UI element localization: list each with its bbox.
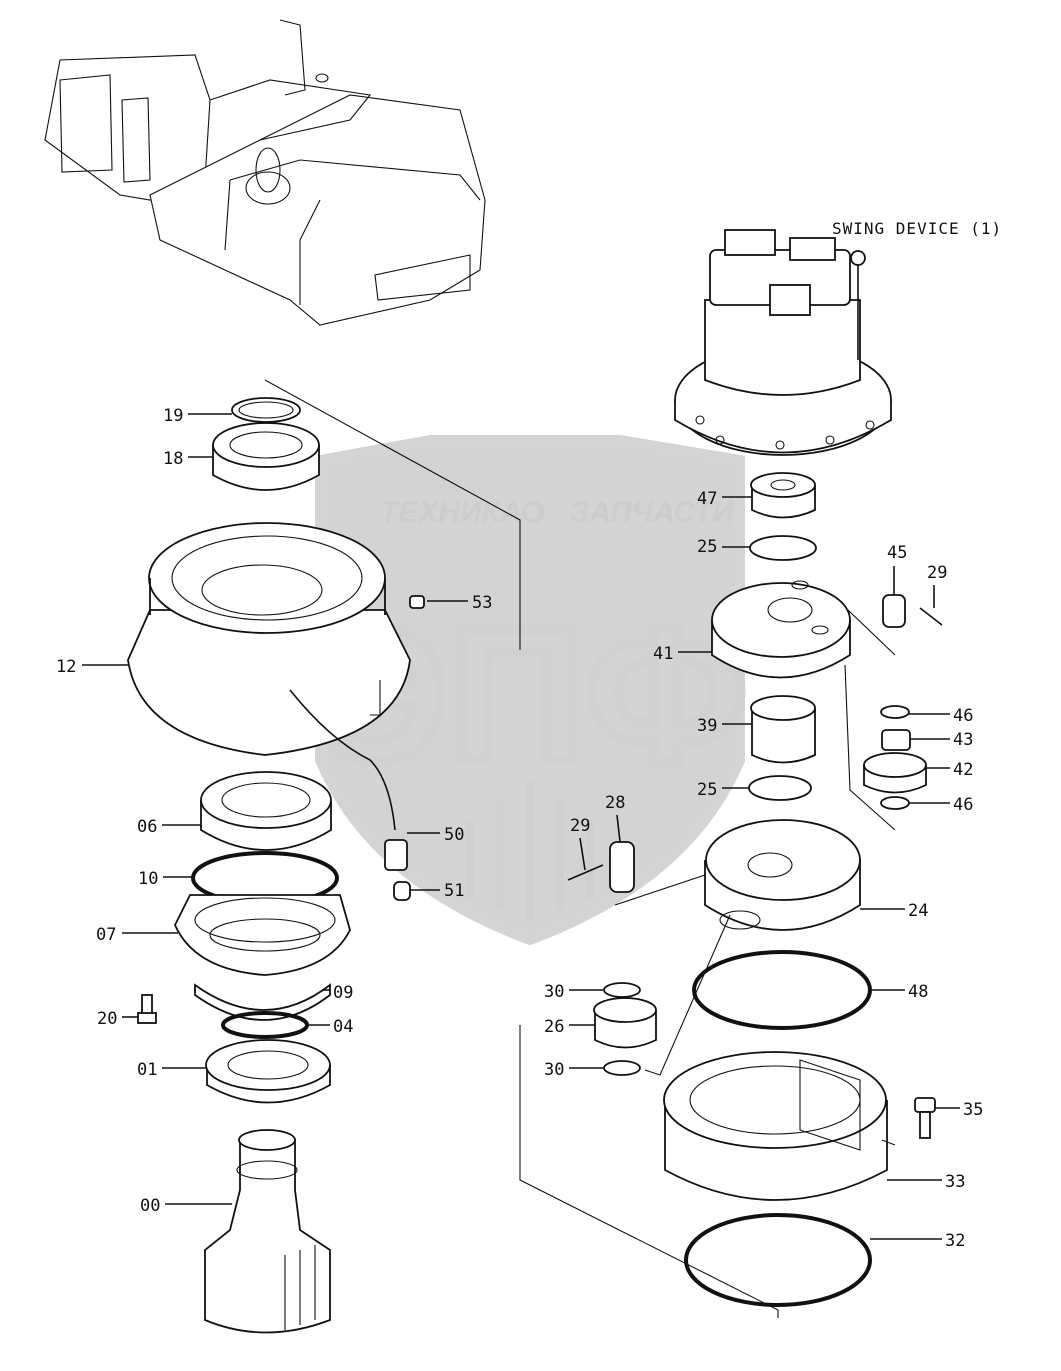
part-24-carrier [704,819,861,931]
part-01-bearing [205,1039,331,1104]
callout-label-30: 30 [544,1060,564,1080]
callout-label-29: 29 [570,816,590,836]
part-29-spring-pin-lower [567,864,604,881]
callout-label-53: 53 [472,593,492,613]
callout-label-19: 19 [163,406,183,426]
watermark-right-word: ЗАПЧАСТИ [570,496,735,529]
callout-label-33: 33 [945,1172,965,1192]
part-46-washer-lower [880,796,910,810]
part-25-thrust-plate-lower [748,775,812,801]
callout-label-12: 12 [56,657,76,677]
callout-label-45: 45 [887,543,907,563]
callout-label-10: 10 [138,869,158,889]
part-00-pinion-shaft [204,1129,331,1334]
callout-label-51: 51 [444,881,464,901]
part-26-planet-gear [593,997,657,1049]
callout-label-06: 06 [137,817,157,837]
callout-label-28: 28 [605,793,625,813]
diagram-title: SWING DEVICE (1) [832,219,1002,238]
part-32-o-ring [684,1213,872,1307]
callout-labels: 19 18 12 53 06 10 07 20 09 04 01 00 50 51 47 25 45 29 41 46… [56,406,983,1251]
callout-label-01: 01 [137,1060,157,1080]
callout-label-26: 26 [544,1017,564,1037]
part-19-snap-ring [231,397,301,423]
callout-label-47: 47 [697,489,717,509]
callout-label-20: 20 [97,1009,117,1029]
callout-label-35: 35 [963,1100,983,1120]
part-45-pin [882,594,906,628]
callout-leader-29 [579,837,586,871]
part-51-cap [393,881,411,901]
swing-motor-assembly [674,229,892,456]
callout-label-46: 46 [953,795,973,815]
callout-label-25: 25 [697,780,717,800]
part-43-needle-bearing [881,729,911,751]
part-06-bearing [200,771,332,851]
part-46-washer-upper [880,705,910,719]
part-12-housing [127,522,411,756]
callout-label-24: 24 [908,901,928,921]
part-18-bearing [212,422,320,491]
part-30-washer-upper [603,982,641,998]
watermark-wheat-icon [466,780,594,920]
part-39-sun-gear [750,695,816,764]
part-48-o-ring [692,950,872,1030]
part-20-bolt [137,994,157,1024]
part-09-seal [194,983,331,1021]
part-53-plug [409,595,425,609]
callout-label-43: 43 [953,730,973,750]
part-35-bolt [914,1097,936,1139]
part-42-planet-gear [863,752,927,794]
part-25-thrust-plate-upper [749,535,817,561]
callout-label-39: 39 [697,716,717,736]
part-47-sun-gear [750,472,816,519]
callout-label-04: 04 [333,1017,353,1037]
callout-leader-28 [616,814,621,843]
watermark-left-word: ТЕХНИКА [380,496,522,529]
callout-label-32: 32 [945,1231,965,1251]
callout-label-30: 30 [544,982,564,1002]
watermark-gear-icon [522,501,544,523]
callout-label-29: 29 [927,563,947,583]
callout-label-42: 42 [953,760,973,780]
part-28-pin [609,841,635,893]
callout-label-00: 00 [140,1196,160,1216]
callout-label-07: 07 [96,925,116,945]
callout-label-25: 25 [697,537,717,557]
part-07-cover [174,894,351,976]
callout-label-46: 46 [953,706,973,726]
part-33-ring-gear [663,1051,888,1201]
assembly-centerlines [264,379,896,1318]
callout-label-48: 48 [908,982,928,1002]
callout-label-09: 09 [333,983,353,1003]
callout-label-41: 41 [653,644,673,664]
part-29-spring-pin-upper [919,607,943,626]
callout-label-50: 50 [444,825,464,845]
part-30-washer-lower [603,1060,641,1076]
excavator-locator-drawing [44,19,486,326]
part-50-grease-pipe [289,689,408,871]
part-41-carrier [711,580,851,679]
callout-label-18: 18 [163,449,183,469]
